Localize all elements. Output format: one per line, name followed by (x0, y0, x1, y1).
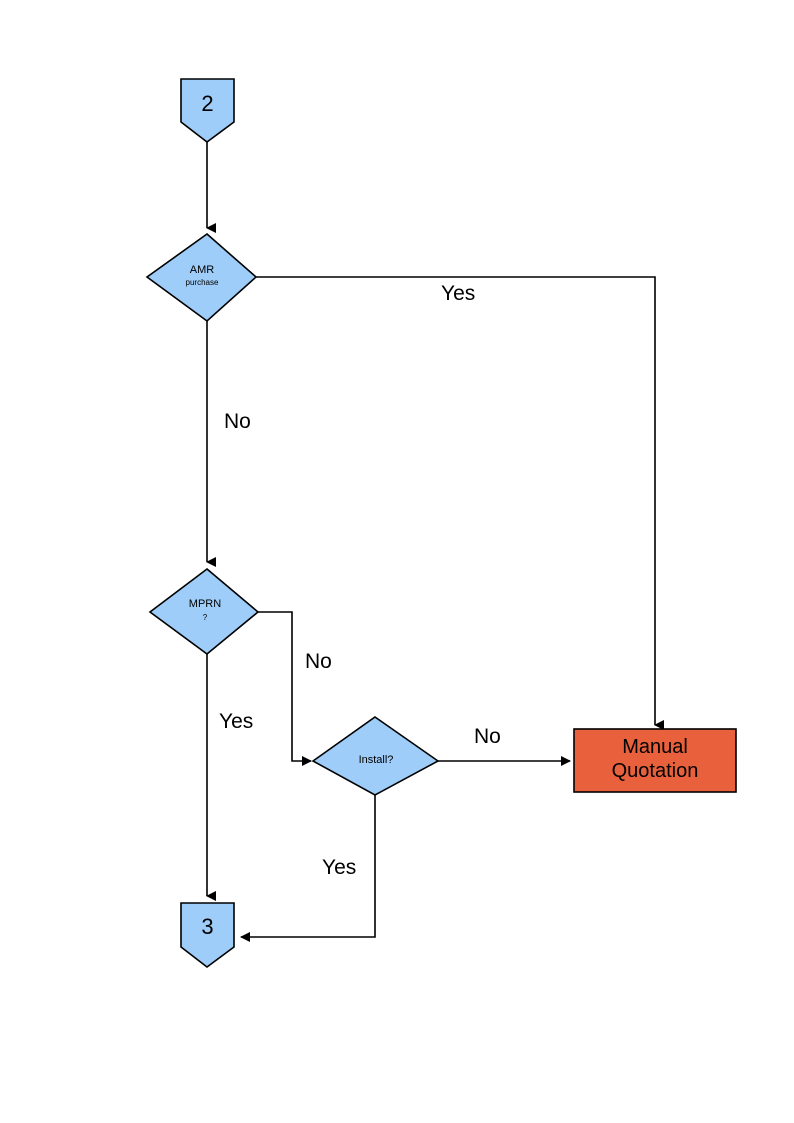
edge-mprn-no-to-install (258, 611, 312, 766)
edge-amr-yes-to-manual-quotation (256, 276, 664, 730)
install-decision-hit-area[interactable] (313, 717, 439, 796)
node-end-connector-3[interactable] (180, 902, 235, 969)
node-decision-mprn[interactable] (148, 567, 260, 656)
edge-label-install-no: No (474, 725, 501, 748)
edge-line (258, 611, 312, 766)
edge-label-mprn-yes: Yes (219, 710, 254, 733)
edge-label-mprn-no: No (305, 650, 332, 673)
end-connector-hit-area[interactable] (181, 903, 234, 967)
rectangle-shape (573, 728, 737, 793)
edge-line (256, 276, 664, 730)
mprn-decision-hit-area[interactable] (150, 569, 260, 655)
node-decision-install[interactable] (311, 716, 440, 796)
diamond-shape (145, 232, 258, 323)
node-decision-amr-purchase[interactable] (145, 232, 258, 323)
amr-decision-hit-area[interactable] (147, 234, 257, 322)
edge-label-install-yes: Yes (322, 856, 357, 879)
node-process-manual-quotation[interactable] (573, 728, 737, 793)
node-start-connector-2[interactable] (180, 78, 235, 144)
diamond-shape (311, 716, 440, 796)
pentagon-down-shape (180, 902, 235, 969)
diamond-shape (148, 567, 260, 656)
edge-line (240, 795, 376, 942)
pentagon-down-shape (180, 78, 235, 144)
manual-quotation-hit-area[interactable] (574, 729, 736, 792)
edge-label-amr-no: No (224, 410, 251, 433)
start-connector-hit-area[interactable] (181, 79, 234, 142)
edge-install-yes-to-end (240, 795, 376, 942)
edge-label-amr-yes: Yes (441, 282, 476, 305)
